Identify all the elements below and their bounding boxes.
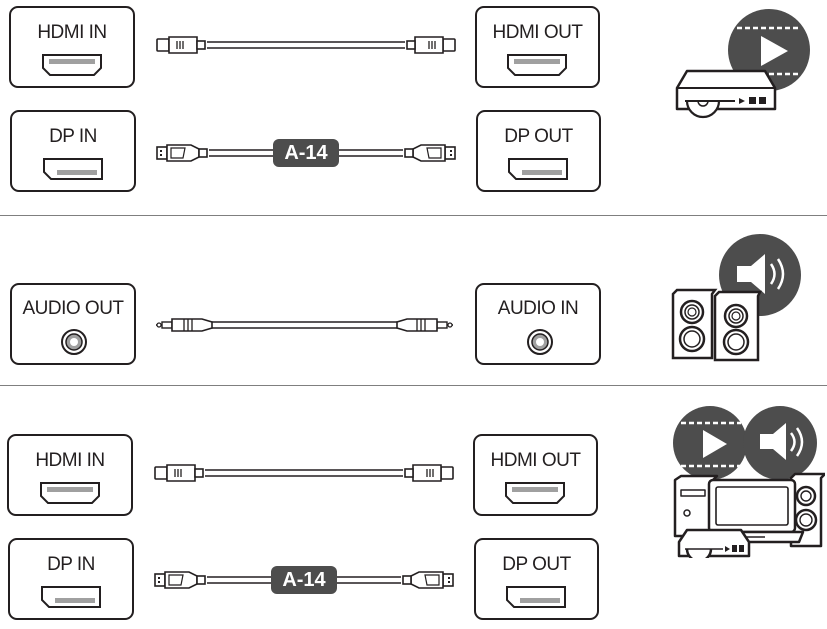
speaker-left xyxy=(671,288,718,360)
port-label: HDMI OUT xyxy=(490,450,581,471)
audio-plug-icon xyxy=(396,318,454,332)
displayport-plug-icon xyxy=(154,571,206,589)
speaker-right xyxy=(713,290,763,362)
hdmi-cable xyxy=(156,36,456,54)
hdmi-port-icon xyxy=(503,480,567,506)
cable-model-badge: A-14 xyxy=(271,566,337,594)
media-player-icon xyxy=(675,9,810,119)
hdmi-in-port: HDMI IN xyxy=(7,434,133,516)
displayport-port-icon xyxy=(41,156,105,182)
displayport-plug-icon xyxy=(404,144,456,162)
hdmi-port-icon xyxy=(40,52,104,78)
port-label: HDMI IN xyxy=(37,22,107,43)
hdmi-in-port: HDMI IN xyxy=(9,6,135,88)
cable-model-badge: A-14 xyxy=(273,139,339,167)
port-label: AUDIO OUT xyxy=(22,298,124,319)
pc-av-system-icon xyxy=(673,406,825,558)
speakers-icon xyxy=(671,234,801,362)
port-label: HDMI IN xyxy=(35,450,105,471)
audio-cable xyxy=(155,318,454,332)
hdmi-cable xyxy=(154,464,454,482)
audio-jack-icon xyxy=(527,329,553,355)
hdmi-plug-icon xyxy=(404,464,454,482)
hdmi-out-port: HDMI OUT xyxy=(473,434,598,516)
audio-in-port: AUDIO IN xyxy=(475,283,601,365)
dp-in-port: DP IN xyxy=(10,110,136,192)
section-divider xyxy=(0,215,827,216)
port-label: AUDIO IN xyxy=(497,298,579,319)
port-label: HDMI OUT xyxy=(492,22,583,43)
audio-jack-icon xyxy=(61,329,87,355)
audio-out-port: AUDIO OUT xyxy=(10,283,136,365)
displayport-port-icon xyxy=(39,584,103,610)
displayport-plug-icon xyxy=(156,144,208,162)
hdmi-plug-icon xyxy=(154,464,204,482)
displayport-plug-icon xyxy=(402,571,454,589)
hdmi-port-icon xyxy=(38,480,102,506)
dp-out-port: DP OUT xyxy=(476,110,601,192)
port-label: DP OUT xyxy=(504,126,573,147)
displayport-port-icon xyxy=(504,584,568,610)
port-label: DP OUT xyxy=(502,554,571,575)
dp-out-port: DP OUT xyxy=(474,538,599,620)
hdmi-plug-icon xyxy=(406,36,456,54)
dp-in-port: DP IN xyxy=(8,538,134,620)
hdmi-plug-icon xyxy=(156,36,206,54)
audio-plug-icon xyxy=(155,318,213,332)
port-label: DP IN xyxy=(47,554,95,575)
port-label: DP IN xyxy=(49,126,97,147)
hdmi-port-icon xyxy=(505,52,569,78)
displayport-port-icon xyxy=(506,156,570,182)
section-divider xyxy=(0,385,827,386)
hdmi-out-port: HDMI OUT xyxy=(475,6,600,88)
